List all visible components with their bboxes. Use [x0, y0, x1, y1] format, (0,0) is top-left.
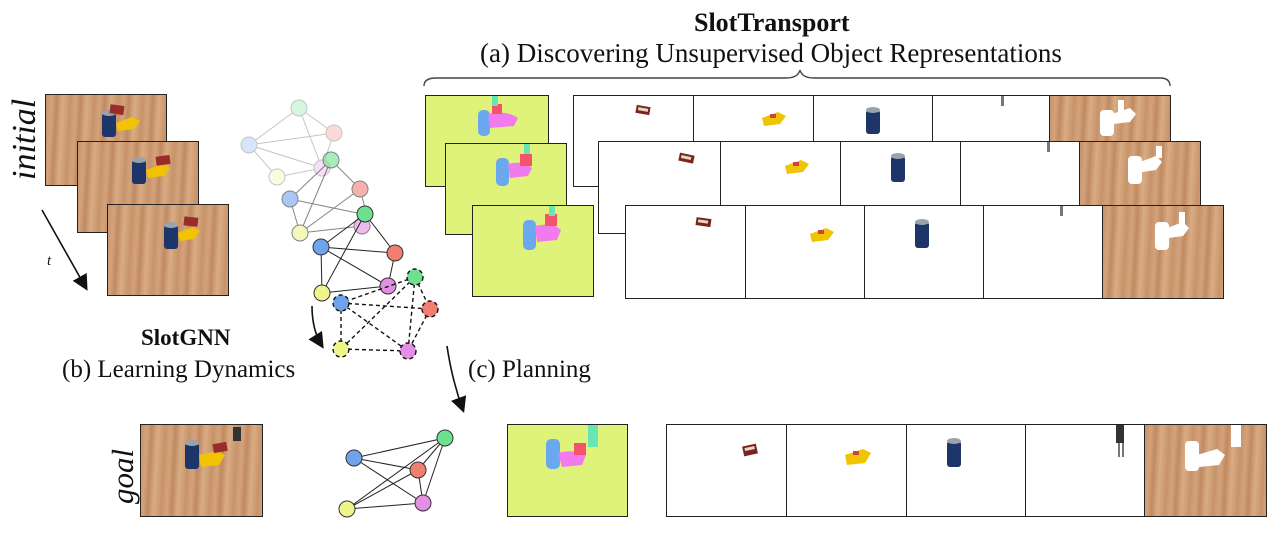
mustard-bottle — [762, 112, 786, 126]
strip3-gripper — [983, 205, 1103, 299]
scene-objects — [102, 104, 140, 137]
goal-strip-can — [906, 424, 1026, 517]
slotgnn-title: SlotGNN — [141, 325, 231, 350]
white-silhouette — [1128, 146, 1162, 184]
mask-blobs — [523, 206, 561, 250]
goal-strip-mustard — [786, 424, 907, 517]
goal-frame — [140, 424, 263, 517]
gripper — [1116, 425, 1124, 457]
planning-arrow — [446, 345, 467, 414]
spam-can — [742, 443, 758, 457]
mustard-bottle — [785, 160, 809, 174]
faded-graph-1 — [240, 99, 343, 186]
goal-strip-gripper — [1025, 424, 1145, 517]
solid-graph — [312, 205, 404, 302]
mask-blobs — [496, 144, 532, 186]
strip3-mustard — [745, 205, 865, 299]
blue-can — [891, 153, 905, 182]
blue-can — [866, 107, 880, 134]
initial-label: initial — [6, 98, 43, 180]
initial-frame-3 — [107, 204, 229, 296]
subtitle-a: (a) Discovering Unsupervised Object Repr… — [480, 38, 1062, 68]
gripper — [1060, 206, 1063, 216]
spam-can — [678, 152, 695, 164]
blue-can — [947, 438, 961, 467]
scene-objects — [164, 216, 200, 249]
gripper — [1001, 96, 1004, 106]
time-label: t — [47, 253, 52, 269]
strip3-can — [864, 205, 984, 299]
dynamics-arrow — [308, 305, 324, 349]
mustard-bottle — [810, 228, 834, 242]
white-silhouette — [1155, 212, 1189, 250]
blue-can — [915, 219, 929, 248]
mask-frame-3 — [472, 205, 594, 297]
scene-objects — [185, 427, 241, 469]
goal-strip-background — [1144, 424, 1267, 517]
spam-can — [635, 104, 651, 116]
goal-label: goal — [105, 448, 140, 504]
strip3-background — [1102, 205, 1224, 299]
slottransport-title: SlotTransport — [694, 8, 850, 37]
white-silhouette — [1185, 425, 1241, 471]
mask-blobs — [478, 96, 518, 136]
white-silhouette — [1100, 100, 1136, 136]
spam-can — [695, 217, 712, 228]
goal-mask-frame — [507, 424, 628, 517]
subtitle-c: (c) Planning — [468, 356, 591, 383]
gripper — [1047, 142, 1050, 152]
strip3-spam — [625, 205, 746, 299]
scene-objects — [132, 154, 171, 184]
predicted-graph — [332, 268, 439, 360]
goal-strip-spam — [666, 424, 787, 517]
subtitle-b: (b) Learning Dynamics — [62, 356, 296, 383]
faded-graph-2 — [281, 151, 371, 242]
mustard-bottle — [845, 449, 871, 465]
mask-blobs — [546, 425, 598, 469]
